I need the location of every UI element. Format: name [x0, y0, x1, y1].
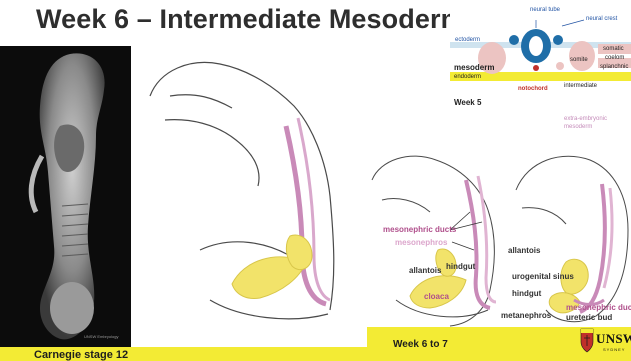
unsw-logo-text: UNSW — [596, 331, 631, 347]
unsw-logo-subtext: SYDNEY — [603, 347, 625, 352]
